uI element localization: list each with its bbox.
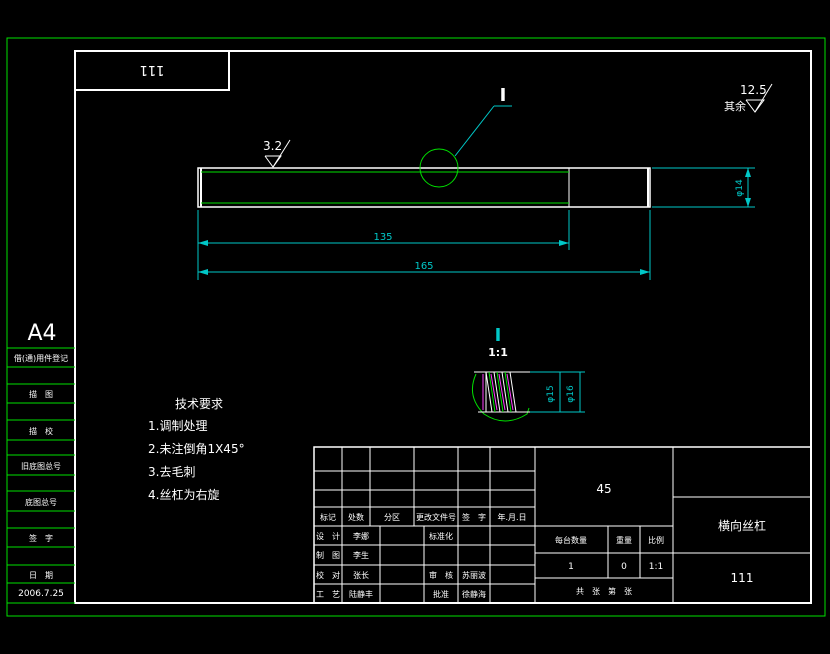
number-box (74, 50, 230, 91)
detail-view-scale: 1:1 (488, 346, 508, 359)
side-label-6: 日 期 (29, 571, 53, 580)
title-block-text: 标记 处数 分区 更改文件号 签 字 年.月.日 设 计 李娜 标准化 制 图 … (316, 482, 766, 599)
roughness-other-value: 12.5 (740, 83, 767, 97)
scale: 1:1 (649, 562, 663, 572)
tb-r2-c4: 苏丽波 (462, 570, 486, 580)
qty-per-set: 1 (568, 562, 574, 572)
tb-r3-c4: 徐静海 (462, 589, 486, 599)
side-label-2: 描 校 (29, 426, 53, 436)
tech-item-3: 3.去毛刺 (148, 465, 195, 479)
roughness-other: 其余 12.5 (724, 83, 773, 113)
paper-size: A4 (27, 321, 56, 346)
shaft-view: I 3.2 (197, 85, 651, 208)
tb-r2-c0: 校 对 (316, 570, 340, 580)
material: 45 (596, 482, 611, 496)
tb-r0-c3: 标准化 (429, 531, 453, 541)
tech-requirements: 技术要求 1.调制处理 2.未注倒角1X45° 3.去毛刺 4.丝杠为右旋 (148, 397, 245, 502)
dim-135: 135 (373, 232, 392, 243)
detail-circle (419, 148, 459, 188)
outer-frame (6, 37, 826, 617)
tb-r0-c0: 设 计 (316, 531, 340, 541)
tb-r3-c1: 陆静丰 (349, 589, 373, 599)
tb-r0-c1: 李娜 (353, 531, 369, 541)
side-strip: A4 借(通)用件登记 描 图 描 校 旧底图总号 底图总号 签 字 日 期 2… (7, 321, 75, 604)
detail-view: I 1:1 φ15 φ16 (471, 325, 585, 422)
side-label-5: 签 字 (29, 533, 53, 543)
drawing-date: 2006.7.25 (18, 589, 64, 599)
side-label-1: 描 图 (29, 389, 53, 399)
tb-r2-c3: 审 核 (429, 570, 453, 580)
side-label-3: 旧底图总号 (21, 461, 61, 471)
detail-view-marker: I (495, 325, 502, 346)
side-label-0: 借(通)用件登记 (14, 353, 68, 363)
tech-item-2: 2.未注倒角1X45° (148, 441, 245, 456)
weight: 0 (621, 562, 627, 572)
tb-mid-h0: 每台数量 (555, 535, 587, 545)
roughness-surface-value: 3.2 (263, 139, 282, 153)
tb-change-3: 更改文件号 (416, 512, 456, 522)
tb-r2-c1: 张长 (353, 570, 369, 580)
dim-165: 165 (414, 261, 433, 272)
drawing-no: 111 (731, 571, 754, 585)
sheet-text: 共 张 第 张 (576, 586, 632, 596)
side-label-4: 底图总号 (25, 497, 57, 507)
tb-change-0: 标记 (320, 512, 336, 522)
part-name: 横向丝杠 (718, 518, 766, 533)
tb-change-5: 年.月.日 (497, 512, 526, 522)
tb-mid-h2: 比例 (648, 535, 664, 545)
dim-d16: φ16 (566, 385, 576, 403)
detail-marker: I (500, 85, 507, 106)
tech-item-4: 4.丝杠为右旋 (148, 487, 219, 502)
tb-r3-c0: 工 艺 (316, 590, 340, 599)
tech-item-1: 1.调制处理 (148, 419, 207, 433)
dimensions: 135 165 φ14 (197, 167, 755, 280)
title-block (313, 446, 812, 604)
tb-change-4: 签 字 (462, 512, 486, 522)
tb-change-1: 处数 (348, 512, 364, 522)
number-box-text: 111 (140, 62, 165, 77)
roughness-other-label: 其余 (724, 99, 746, 113)
tb-change-2: 分区 (384, 513, 400, 522)
dim-d15: φ15 (546, 385, 556, 402)
tb-r3-c3: 批准 (433, 589, 449, 599)
tb-r1-c0: 制 图 (316, 550, 340, 560)
tb-mid-h1: 重量 (616, 535, 632, 545)
dim-d14: φ14 (735, 179, 745, 197)
tb-r1-c1: 李生 (353, 550, 369, 560)
tech-title: 技术要求 (175, 397, 223, 411)
